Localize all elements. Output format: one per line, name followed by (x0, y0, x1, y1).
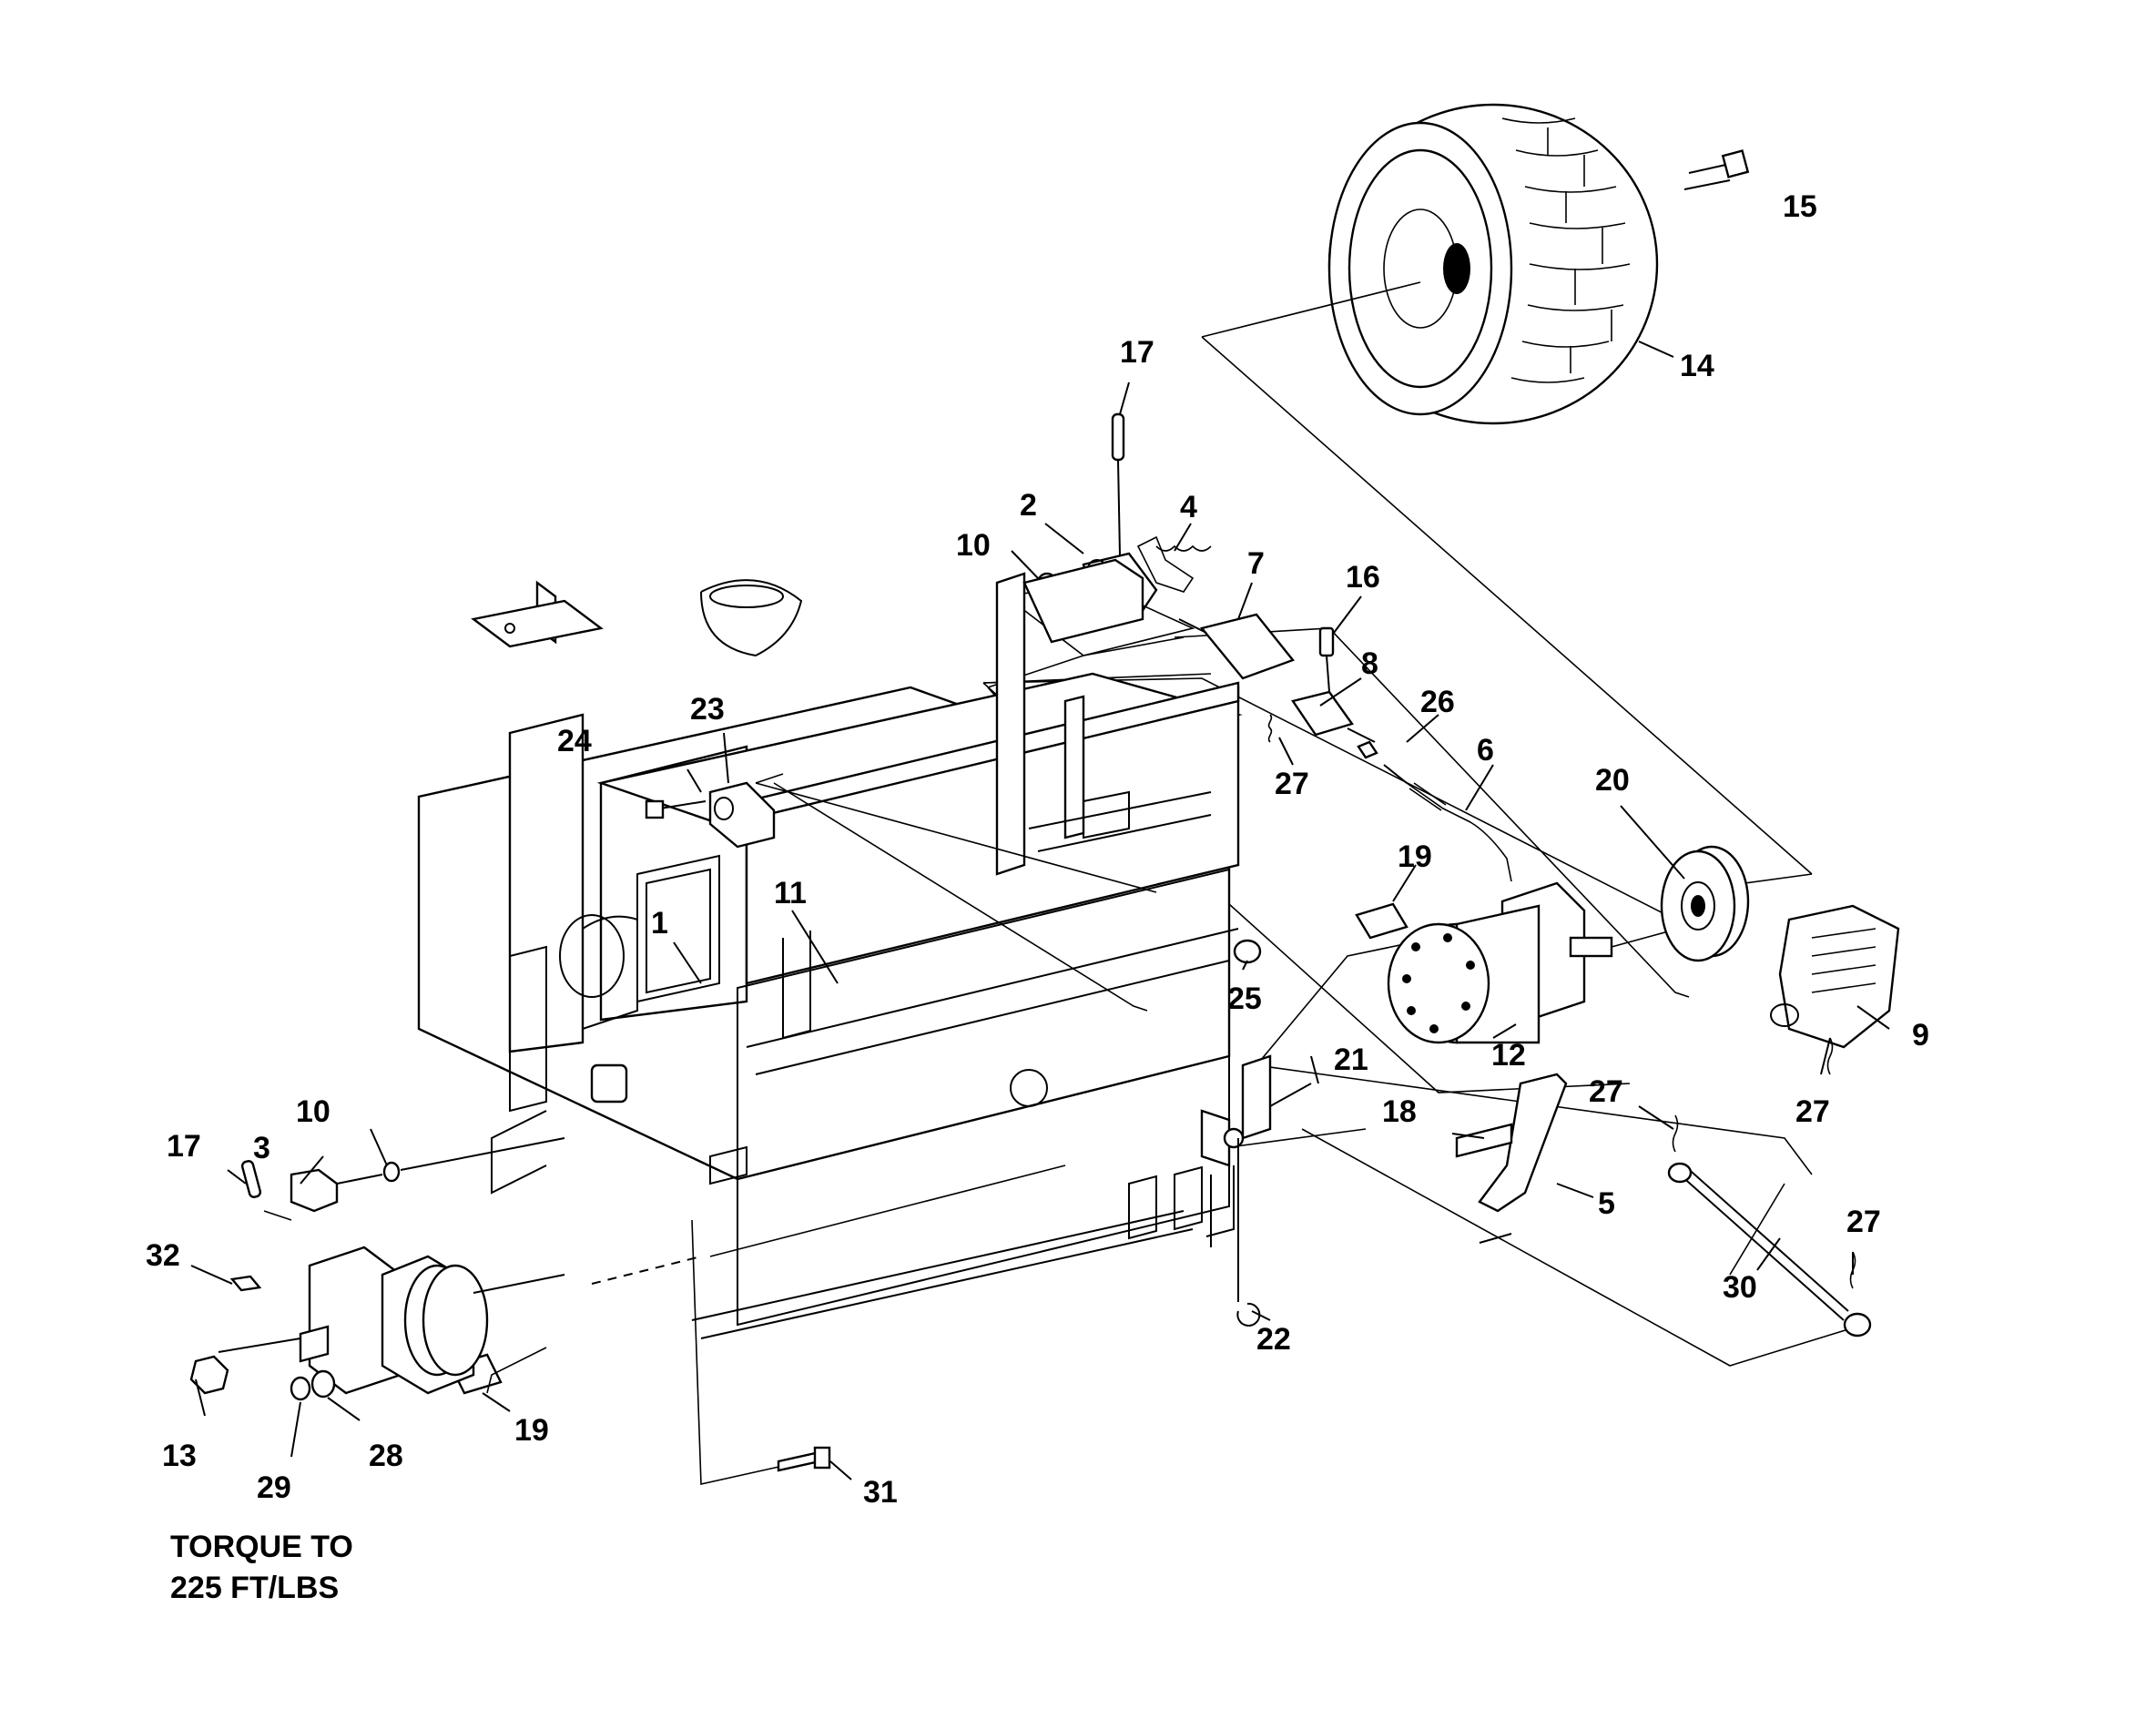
callout-25: 25 (1227, 982, 1262, 1016)
callout-31: 31 (863, 1475, 898, 1510)
brake-cam (1455, 1073, 1568, 1244)
pulley (1660, 845, 1750, 962)
torque-note: TORQUE TO 225 FT/LBS (170, 1530, 353, 1605)
callout-32: 32 (146, 1238, 180, 1273)
leader-lines (190, 179, 1890, 1480)
brake-rod (1667, 1037, 1872, 1338)
callout-4: 4 (1180, 490, 1197, 524)
callout-3: 3 (253, 1131, 270, 1165)
callout-10-left: 10 (296, 1094, 331, 1129)
callout-12: 12 (1491, 1038, 1526, 1073)
hub-bearing (645, 781, 1148, 1012)
right-wheel-motor (1387, 881, 1713, 1044)
left-hub (240, 1137, 565, 1221)
torque-note-line2: 225 FT/LBS (170, 1571, 339, 1605)
callout-13: 13 (162, 1439, 197, 1473)
callout-26: 26 (1420, 685, 1455, 719)
callout-1: 1 (651, 906, 668, 941)
callout-21: 21 (1334, 1043, 1368, 1077)
callout-28: 28 (369, 1439, 403, 1473)
callout-22: 22 (1256, 1322, 1291, 1357)
callout-17-top: 17 (1120, 335, 1154, 370)
pivot-lines (591, 773, 1157, 1485)
spacer-right (1355, 902, 1409, 940)
brake-assembly (1770, 904, 1900, 1049)
callout-2: 2 (1020, 488, 1037, 523)
callout-17-left: 17 (167, 1129, 201, 1164)
callout-14: 14 (1680, 349, 1714, 383)
tire-wheel (1327, 103, 1659, 425)
callout-10-top: 10 (956, 528, 991, 563)
callout-9: 9 (1912, 1018, 1929, 1053)
callout-24: 24 (557, 724, 592, 758)
callout-5: 5 (1598, 1186, 1615, 1221)
nut-25 (1233, 939, 1262, 964)
callout-27-upper: 27 (1275, 767, 1309, 801)
callout-15: 15 (1783, 189, 1817, 224)
callout-27-rod-end: 27 (1846, 1205, 1881, 1239)
callout-6: 6 (1477, 733, 1494, 768)
callouts: 15 14 17 2 4 10 7 16 8 26 6 27 24 23 20 … (146, 189, 1929, 1510)
callout-23: 23 (690, 692, 725, 727)
callout-19-right: 19 (1398, 839, 1432, 874)
callout-8: 8 (1361, 646, 1378, 681)
torque-note-line1: TORQUE TO (170, 1530, 353, 1564)
callout-19-left: 19 (514, 1413, 549, 1448)
bolt-31 (777, 1446, 831, 1472)
callout-27-brake: 27 (1795, 1094, 1830, 1129)
callout-7: 7 (1247, 546, 1265, 581)
callout-29: 29 (257, 1470, 291, 1505)
left-wheel-motor (189, 1246, 565, 1401)
callout-27-rod-top: 27 (1589, 1074, 1623, 1109)
callout-18: 18 (1382, 1094, 1417, 1129)
callout-20: 20 (1595, 763, 1630, 798)
bracket-21 (1223, 1054, 1319, 1302)
clip-22 (1236, 1302, 1261, 1327)
callout-16: 16 (1346, 560, 1380, 595)
main-frame (417, 558, 1367, 1339)
wheel-bolt (1688, 149, 1750, 178)
callout-11: 11 (774, 876, 807, 910)
callout-30: 30 (1723, 1270, 1757, 1305)
